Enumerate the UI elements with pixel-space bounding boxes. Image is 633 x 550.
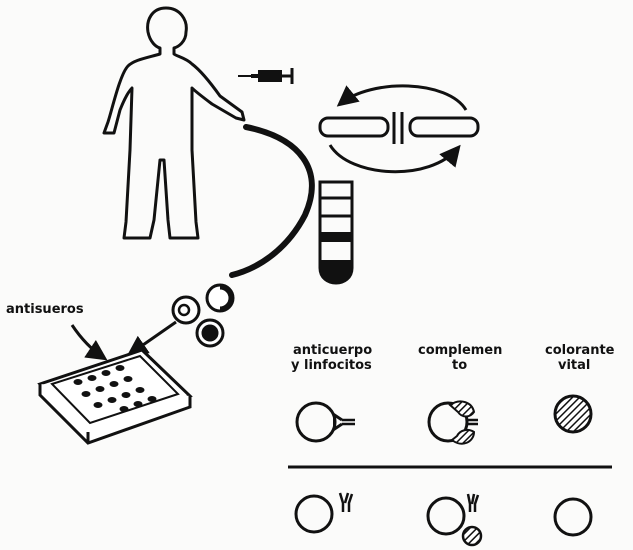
anticuerpo-label: anticuerpo [293, 343, 372, 358]
unbound-cell-icon [296, 493, 352, 532]
centrifuge-rotation-icon [320, 86, 478, 172]
antisueros-label: antisueros [6, 302, 84, 317]
unstained-cell-icon [555, 499, 591, 535]
antibody-bound-cell-icon [297, 403, 355, 441]
complement-lysed-cell-icon [429, 401, 478, 443]
cells-to-tray-arrow [130, 322, 176, 354]
complemento-label-line1: complemen [418, 343, 502, 358]
human-figure-icon [104, 8, 244, 238]
syringe-icon [238, 68, 292, 84]
test-tube-icon [320, 182, 352, 283]
complemento-label-line2: to [452, 358, 467, 373]
antisueros-arrow [72, 325, 104, 358]
colorante-label: colorante [545, 343, 615, 358]
unbound-complement-cell-icon [428, 494, 481, 545]
stained-cell-icon [555, 396, 591, 432]
microtiter-tray-icon [40, 350, 190, 443]
vital-label: vital [558, 358, 590, 373]
blood-path-line [232, 127, 312, 275]
linfocitos-label: y linfocitos [291, 358, 372, 373]
lymphocyte-cells-icon [173, 285, 233, 346]
